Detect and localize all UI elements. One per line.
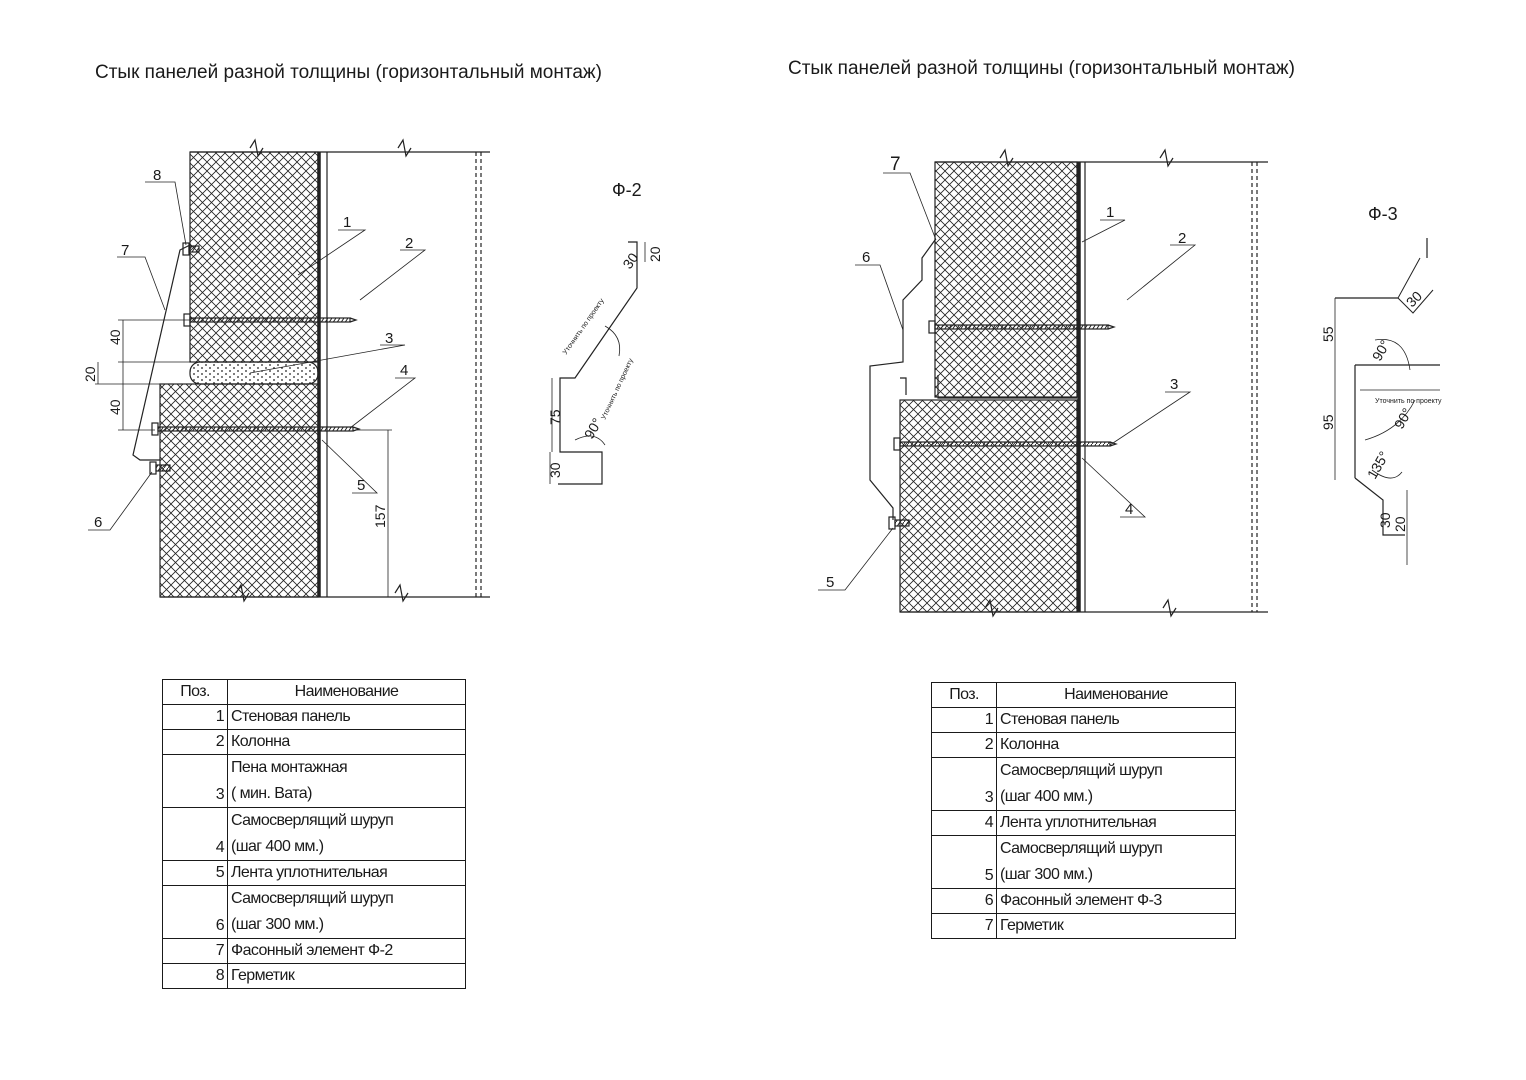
table-row: 2 Колонна <box>162 729 466 755</box>
left-profile-label: Ф-2 <box>612 180 642 200</box>
right-profile-dim-20: 20 <box>1392 516 1408 532</box>
right-profile-dim-55: 55 <box>1320 326 1336 342</box>
right-upper-panel <box>934 161 1078 398</box>
left-spec-header-name: Наименование <box>227 679 466 705</box>
left-callout-5: 5 <box>357 477 365 494</box>
right-callout-5: 5 <box>826 574 834 591</box>
right-callout-2: 2 <box>1178 230 1186 247</box>
table-row: 3 Самосверлящий шуруп(шаг 400 мм.) <box>931 757 1236 811</box>
right-profile-note: Уточнить по проекту <box>1375 398 1442 405</box>
table-row: 2 Колонна <box>931 732 1236 758</box>
left-dim-20: 20 <box>82 366 98 382</box>
left-profile-note-2: Уточнить по проекту <box>600 357 635 421</box>
left-profile-dim-75: 75 <box>547 409 563 425</box>
left-spec-table: Поз. Наименование 1 Стеновая панель 2 Ко… <box>162 679 466 989</box>
right-title: Стык панелей разной толщины (горизонталь… <box>788 58 1295 79</box>
left-callout-4: 4 <box>400 362 408 379</box>
right-callout-7: 7 <box>890 154 901 175</box>
table-row: 5 Лента уплотнительная <box>162 860 466 886</box>
left-lower-panel <box>159 383 319 598</box>
left-profile-dim-30b: 30 <box>547 462 563 478</box>
right-detail <box>818 148 1268 618</box>
left-callout-8: 8 <box>153 167 161 184</box>
table-row: 4 Самосверлящий шуруп(шаг 400 мм.) <box>162 807 466 861</box>
right-profile-label: Ф-3 <box>1368 204 1398 224</box>
left-callout-2: 2 <box>405 235 413 252</box>
left-screw-bottom-stitch <box>149 461 171 475</box>
right-flashing <box>869 239 936 520</box>
left-profile-note-1: Уточнить по проекту <box>562 297 606 356</box>
left-title: Стык панелей разной толщины (горизонталь… <box>95 62 602 83</box>
table-row: 4 Лента уплотнительная <box>931 810 1236 836</box>
right-screw-upper <box>928 320 1116 334</box>
right-profile-dim-95: 95 <box>1320 414 1336 430</box>
right-spec-header-pos: Поз. <box>931 682 997 708</box>
table-row: 8 Герметик <box>162 963 466 989</box>
table-row: 1 Стеновая панель <box>162 704 466 730</box>
right-profile-f3 <box>1334 238 1440 565</box>
left-profile-dim-30a: 30 <box>619 250 641 272</box>
right-profile-angle-90b: 90° <box>1391 405 1415 431</box>
right-screw-lower <box>893 437 1118 451</box>
left-profile-labels: Ф-2 20 30 75 30 Уточнить по проекту Уточ… <box>547 180 663 478</box>
left-callout-1: 1 <box>343 214 351 231</box>
left-callout-7: 7 <box>121 242 129 259</box>
right-profile-angle-90a: 90° <box>1369 337 1393 363</box>
left-detail <box>88 138 490 603</box>
right-callout-6: 6 <box>862 249 870 266</box>
right-lower-panel <box>899 399 1078 613</box>
table-row: 3 Пена монтажная( мин. Вата) <box>162 754 466 808</box>
table-row: 1 Стеновая панель <box>931 707 1236 733</box>
table-row: 6 Самосверлящий шуруп(шаг 300 мм.) <box>162 885 466 939</box>
right-spec-table: Поз. Наименование 1 Стеновая панель 2 Ко… <box>931 682 1236 939</box>
left-callout-3: 3 <box>385 330 393 347</box>
right-profile-angle-135: 135° <box>1364 448 1392 481</box>
table-row: 7 Герметик <box>931 913 1236 939</box>
left-dim-40-bottom: 40 <box>107 399 123 415</box>
right-callout-3: 3 <box>1170 376 1178 393</box>
left-callout-6: 6 <box>94 514 102 531</box>
left-upper-panel <box>189 151 319 363</box>
right-callout-1: 1 <box>1106 204 1114 221</box>
right-profile-dim-30b: 30 <box>1377 512 1393 528</box>
right-callout-4: 4 <box>1125 501 1133 518</box>
left-screw-lower <box>151 422 361 436</box>
left-dim-157: 157 <box>372 504 388 528</box>
left-profile-dim-20: 20 <box>647 246 663 262</box>
left-spec-header-pos: Поз. <box>162 679 228 705</box>
left-profile-f2 <box>549 241 646 485</box>
table-row: 5 Самосверлящий шуруп(шаг 300 мм.) <box>931 835 1236 889</box>
table-row: 6 Фасонный элемент Ф-3 <box>931 888 1236 914</box>
left-foam <box>189 361 319 385</box>
left-dim-40-top: 40 <box>107 329 123 345</box>
right-spec-header-name: Наименование <box>996 682 1236 708</box>
right-callouts: 7 6 1 2 3 4 5 <box>826 154 1186 591</box>
table-row: 7 Фасонный элемент Ф-2 <box>162 938 466 964</box>
right-profile-labels: Ф-3 30 55 95 30 20 90° 90° 135° Уточнить… <box>1320 204 1442 532</box>
left-callouts: 8 7 1 2 3 4 5 6 40 20 40 157 <box>82 167 413 531</box>
